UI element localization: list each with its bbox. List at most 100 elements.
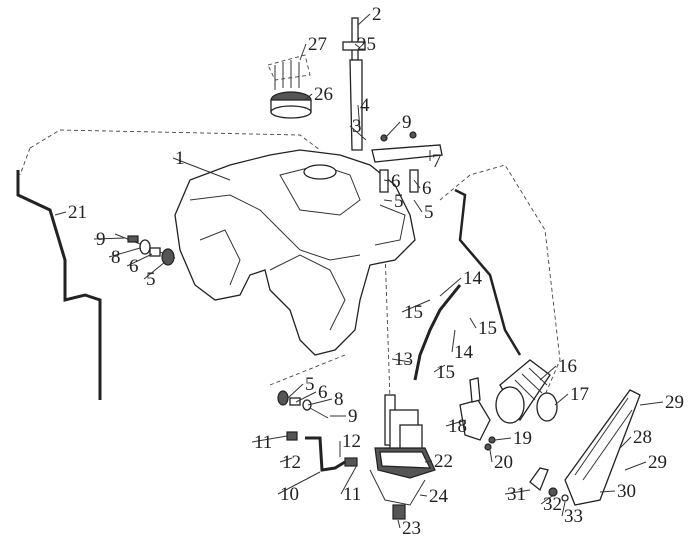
- left-fasteners: [114, 233, 176, 266]
- drain-hose: [16, 170, 102, 400]
- callout-29: 29: [648, 452, 667, 473]
- leader-line: [383, 179, 390, 182]
- callout-16: 16: [558, 356, 577, 377]
- callout-2: 2: [372, 4, 382, 25]
- leader-line: [539, 365, 557, 381]
- callout-12: 12: [282, 452, 301, 473]
- mounting-bracket: [371, 131, 443, 193]
- callout-7: 7: [432, 151, 442, 172]
- callout-28: 28: [633, 427, 652, 448]
- fuel-outlet-pipe: [305, 436, 346, 472]
- leader-line: [439, 277, 462, 297]
- leader-line: [143, 261, 166, 280]
- leader-line: [340, 464, 358, 495]
- leader-line: [413, 179, 421, 189]
- leader-line: [639, 401, 664, 406]
- hose-right: [454, 188, 522, 356]
- leader-line: [504, 489, 531, 495]
- callout-5: 5: [394, 191, 404, 212]
- leader-line: [172, 157, 231, 181]
- leader-line: [295, 391, 317, 403]
- callout-33: 33: [564, 506, 583, 527]
- callout-17: 17: [570, 384, 589, 405]
- connector: [286, 431, 298, 441]
- leader-line: [299, 43, 307, 61]
- fuel-tank: [174, 149, 416, 356]
- solenoid-valve: [459, 377, 496, 451]
- nut: [548, 487, 558, 497]
- callout-32: 32: [543, 494, 562, 515]
- callout-25: 25: [357, 34, 376, 55]
- filler-cap: [270, 60, 312, 119]
- leader-line: [445, 419, 467, 427]
- leader-line: [451, 329, 456, 353]
- callout-12: 12: [342, 431, 361, 452]
- callout-11: 11: [254, 432, 272, 453]
- leader-line: [279, 457, 293, 463]
- leader-lines: [54, 13, 664, 529]
- group-line: [384, 249, 391, 401]
- callout-23: 23: [402, 518, 421, 539]
- leader-line: [126, 253, 153, 267]
- leader-line: [401, 299, 431, 313]
- leader-line: [304, 93, 313, 101]
- leader-line: [307, 398, 333, 406]
- leader-line: [619, 436, 632, 449]
- group-line: [19, 147, 31, 176]
- o-ring: [536, 392, 558, 422]
- leader-line: [54, 211, 67, 216]
- leader-line: [554, 393, 569, 406]
- leader-line: [413, 199, 423, 213]
- callout-6: 6: [422, 178, 432, 199]
- group-line: [267, 54, 311, 81]
- callout-15: 15: [404, 302, 423, 323]
- leader-line: [277, 471, 321, 495]
- leader-line: [489, 449, 493, 463]
- callout-24: 24: [429, 486, 449, 507]
- callout-15: 15: [478, 318, 497, 339]
- fuel-pump: [374, 394, 436, 520]
- callout-6: 6: [318, 382, 328, 403]
- callout-6: 6: [129, 256, 139, 277]
- leader-line: [391, 358, 411, 363]
- leader-line: [93, 237, 126, 240]
- callout-9: 9: [348, 406, 358, 427]
- leader-line: [540, 495, 553, 505]
- callout-6: 6: [391, 171, 401, 192]
- callout-19: 19: [513, 428, 532, 449]
- leader-line: [349, 125, 367, 141]
- callout-14: 14: [463, 268, 483, 289]
- leader-line: [494, 437, 512, 441]
- bracket: [529, 467, 549, 492]
- leader-line: [251, 435, 288, 443]
- leader-line: [108, 247, 141, 258]
- leader-line: [469, 317, 477, 329]
- leader-line: [599, 490, 616, 493]
- leader-line: [397, 519, 401, 529]
- callout-14: 14: [454, 342, 474, 363]
- bolt-group-line: [369, 469, 426, 506]
- leader-line: [357, 104, 361, 131]
- callout-5: 5: [305, 374, 315, 395]
- callout-13: 13: [394, 349, 413, 370]
- group-line: [439, 164, 561, 396]
- callout-20: 20: [494, 452, 513, 473]
- breather-hose: [413, 284, 462, 381]
- callout-27: 27: [308, 34, 327, 55]
- callout-8: 8: [111, 247, 121, 268]
- callout-18: 18: [448, 416, 467, 437]
- leader-line: [624, 461, 647, 471]
- leader-line: [287, 383, 304, 399]
- leader-line: [419, 494, 428, 497]
- vent-pipe: [342, 17, 366, 151]
- callout-15: 15: [436, 362, 455, 383]
- callout-3: 3: [352, 116, 362, 137]
- callout-9: 9: [402, 112, 412, 133]
- callout-1: 1: [175, 148, 185, 169]
- connector: [344, 457, 358, 467]
- callout-10: 10: [280, 484, 299, 505]
- charcoal-canister: [495, 359, 551, 424]
